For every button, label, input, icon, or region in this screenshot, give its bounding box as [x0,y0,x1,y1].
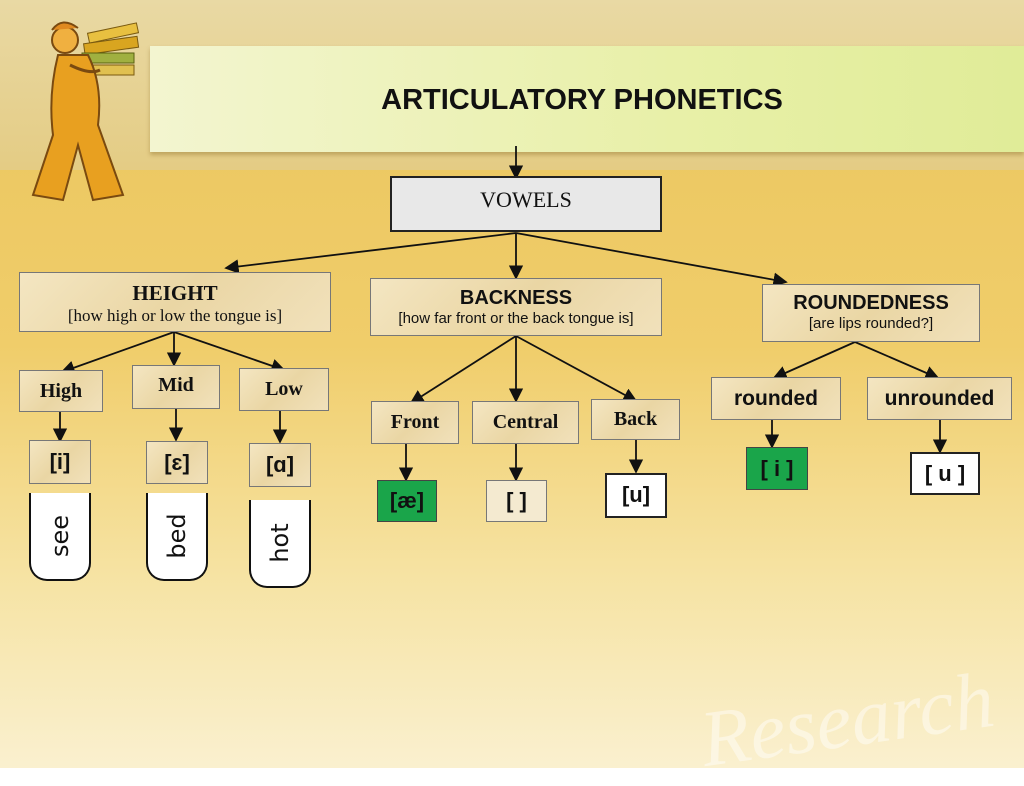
node-front-label: Front [390,411,440,433]
symbol-unrounded-text: [ u ] [924,461,966,486]
node-roundedness-subtitle: [are lips rounded?] [808,315,934,332]
node-central: Central [472,401,579,444]
node-rounded-label: rounded [734,387,818,410]
node-backness: BACKNESS [how far front or the back tong… [370,278,662,336]
example-word-bed-text: bed [163,513,191,559]
example-word-see: see [29,493,91,581]
node-low: Low [239,368,329,411]
title-banner [150,46,1024,152]
example-word-see-text: see [46,514,74,558]
node-front: Front [371,401,459,444]
symbol-front: [æ] [377,480,437,522]
node-back-label: Back [613,408,658,430]
symbol-front-text: [æ] [389,488,425,513]
slide-title: ARTICULATORY PHONETICS [381,84,783,116]
example-word-hot-text: hot [266,523,294,563]
node-high: High [19,370,103,412]
symbol-rounded: [ i ] [746,447,808,490]
connector-lines [52,146,948,482]
node-backness-subtitle: [how far front or the back tongue is] [398,310,634,327]
node-height-title: HEIGHT [132,281,218,305]
node-vowels: VOWELS [390,176,662,232]
symbol-mid-text: [ɛ] [164,450,190,475]
node-mid: Mid [132,365,220,409]
symbol-high-text: [i] [49,449,71,474]
symbol-back: [u] [605,473,667,518]
node-rounded: rounded [711,377,841,420]
symbol-unrounded: [ u ] [910,452,980,495]
example-word-bed: bed [146,493,208,581]
node-mid-label: Mid [158,374,194,396]
person-carrying-books-clipart [31,21,140,202]
node-height: HEIGHT [how high or low the tongue is] [19,272,331,332]
symbol-rounded-text: [ i ] [760,456,794,481]
symbol-central-text: [ ] [506,488,527,513]
node-height-subtitle: [how high or low the tongue is] [67,306,283,325]
node-backness-title: BACKNESS [459,287,573,309]
node-high-label: High [39,380,83,402]
node-low-label: Low [265,378,303,400]
symbol-low-text: [ɑ] [265,452,295,477]
example-word-hot: hot [249,500,311,588]
symbol-central: [ ] [486,480,547,522]
node-unrounded-label: unrounded [884,387,995,410]
node-back: Back [591,399,680,440]
symbol-high: [i] [29,440,91,484]
node-central-label: Central [492,411,559,433]
node-unrounded: unrounded [867,377,1012,420]
symbol-low: [ɑ] [249,443,311,487]
node-vowels-label: VOWELS [480,187,572,212]
symbol-mid: [ɛ] [146,441,208,484]
node-roundedness: ROUNDEDNESS [are lips rounded?] [762,284,980,342]
node-roundedness-title: ROUNDEDNESS [793,292,949,314]
symbol-back-text: [u] [621,482,651,507]
